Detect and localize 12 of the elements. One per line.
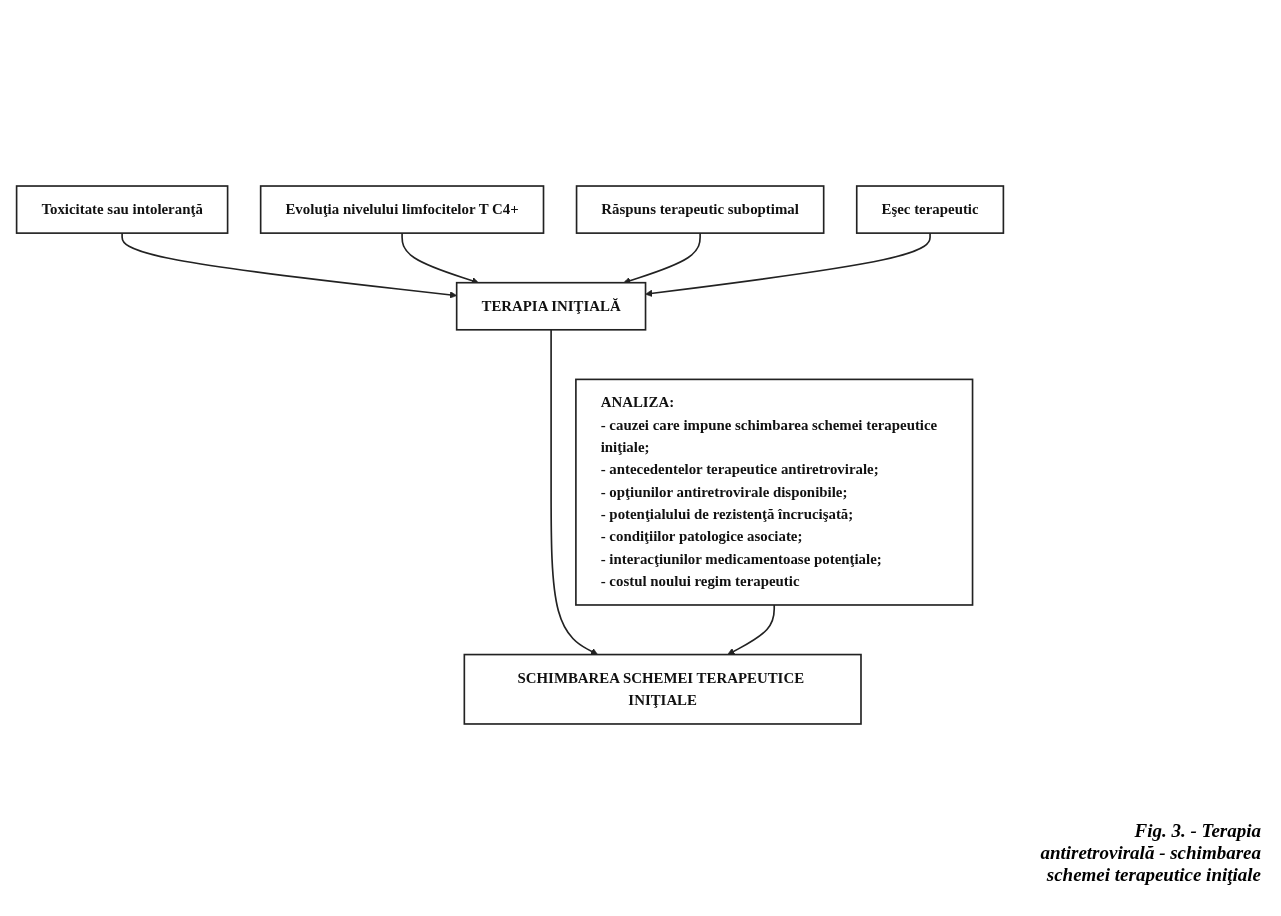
arrow (550, 329, 598, 655)
node-box: TERAPIA INIŢIALĂ (455, 281, 647, 331)
arrow (727, 604, 776, 655)
node-box: Toxicitate sau intoleranţă (15, 185, 229, 234)
node-box: Eşec terapeutic (855, 185, 1005, 234)
arrow (645, 232, 931, 297)
node-box: ANALIZA: - cauzei care impune schimbarea schemei terapeutice iniţiale; - antecedentelor terapeutice antiretrovirale; - opţiunilor antiretrovirale disponibile; - potenţialului de rezistenţă încrucişată; - condiţiilor patologice asociate; - interacţiunilor medicamentoase potenţiale; - costul noului regim terapeutic (575, 378, 974, 606)
arrow (121, 232, 457, 299)
figure-caption: Fig. 3. - Terapia antiretrovirală - schimbarea schemei terapeutice iniţiale (1039, 820, 1261, 886)
node-box: SCHIMBAREA SCHEMEI TERAPEUTICE INIŢIALE (463, 653, 862, 725)
node-box: Evoluţia nivelului limfocitelor T C4+ (259, 185, 545, 234)
node-box: Răspuns terapeutic suboptimal (575, 185, 825, 234)
